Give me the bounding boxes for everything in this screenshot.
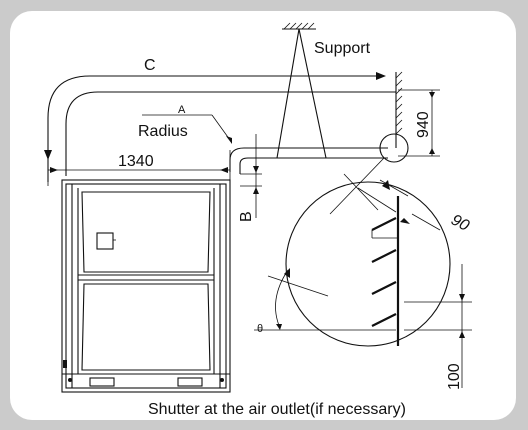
- caption: Shutter at the air outlet(if necessary): [148, 401, 406, 418]
- dimension-940-label: 940: [415, 111, 432, 138]
- right-wall: [395, 71, 403, 148]
- support-structure: [276, 22, 327, 159]
- indoor-unit: [61, 179, 231, 393]
- dimension-1340-label: 1340: [118, 153, 154, 170]
- detail-marker-circle: [379, 133, 409, 163]
- shutter-detail: [254, 173, 472, 388]
- theta-label: θ: [257, 323, 263, 335]
- radius-label: Radius: [138, 123, 188, 140]
- dimension-1340: [47, 150, 231, 186]
- radius-a-label: A: [178, 104, 186, 116]
- detail-leader: [329, 157, 385, 215]
- diagram-panel: [10, 11, 516, 420]
- duct-c: [44, 72, 396, 182]
- radius-leader: [211, 114, 231, 141]
- dimension-940: [398, 89, 440, 157]
- dimension-b: [240, 134, 262, 218]
- dimension-90-label: 90: [448, 212, 472, 235]
- shutter-detail-circle: [285, 181, 451, 347]
- radius-arrow: [226, 136, 232, 144]
- outlet-duct: [229, 147, 388, 174]
- support-label: Support: [314, 40, 371, 57]
- dimension-100-label: 100: [446, 363, 463, 390]
- duct-c-label: C: [144, 57, 156, 74]
- dimension-b-label: B: [238, 211, 255, 222]
